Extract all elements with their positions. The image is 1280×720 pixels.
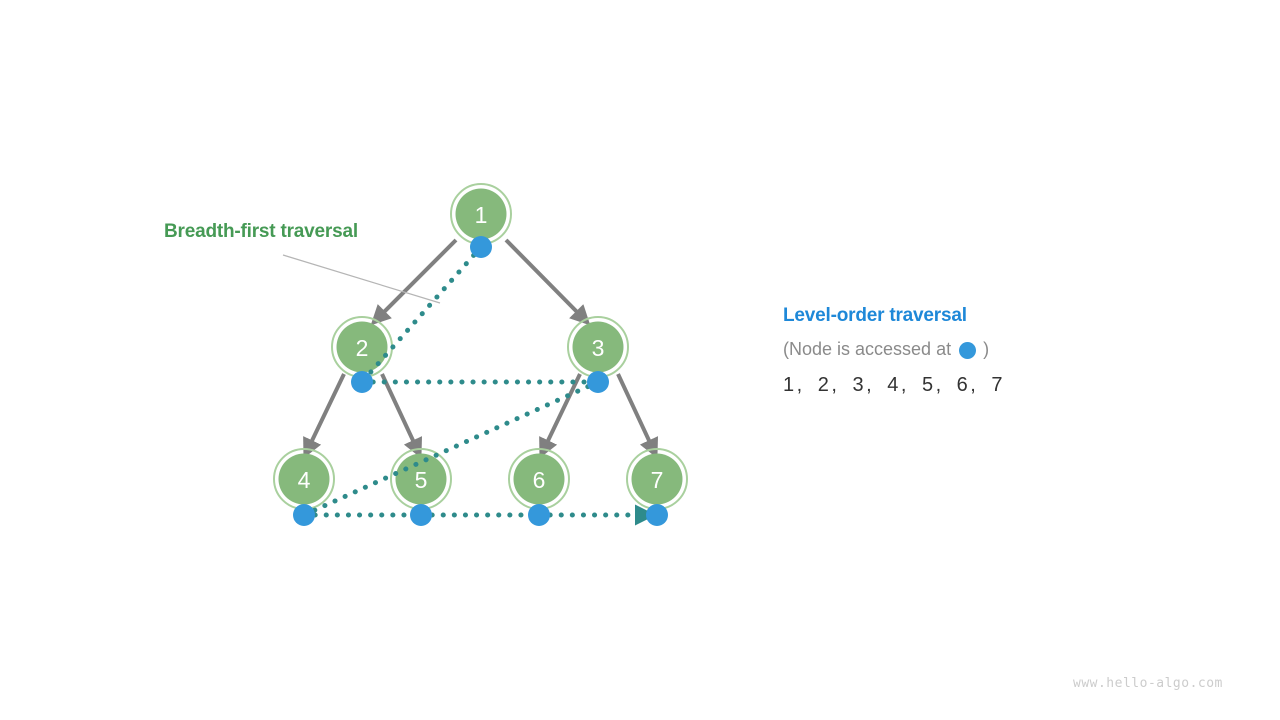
node-label: 4	[298, 467, 311, 493]
node-body	[336, 321, 388, 373]
watermark: www.hello-algo.com	[1073, 676, 1223, 691]
legend-subtitle-before: (Node is accessed at	[783, 339, 952, 359]
tree-nodes: 1 2 3 4 5	[273, 183, 688, 510]
tree-edges	[303, 238, 659, 459]
node-label: 3	[592, 335, 605, 361]
edge-3-6	[539, 373, 582, 459]
tree-node-2[interactable]: 2	[331, 316, 393, 378]
node-body	[278, 453, 330, 505]
node-label: 5	[415, 467, 428, 493]
legend-subtitle-after: )	[983, 339, 990, 359]
legend-subtitle: (Node is accessed at )	[783, 339, 1203, 360]
tree-node-5[interactable]: 5	[390, 448, 452, 510]
visit-dot-node-6	[528, 504, 550, 526]
traversal-segment-1-2	[359, 244, 484, 385]
legend-panel: Level-order traversal (Node is accessed …	[783, 305, 1203, 397]
traversal-path	[301, 244, 656, 526]
node-label: 7	[651, 467, 664, 493]
edge-2-5	[380, 373, 423, 459]
tree-node-7[interactable]: 7	[626, 448, 688, 510]
tree-node-4[interactable]: 4	[273, 448, 335, 510]
edge-1-3	[504, 238, 591, 326]
tree-node-6[interactable]: 6	[508, 448, 570, 510]
node-body	[455, 188, 507, 240]
edge-1-2	[370, 238, 458, 326]
visit-dot-node-7	[646, 504, 668, 526]
tree-node-1[interactable]: 1	[450, 183, 512, 245]
node-label: 2	[356, 335, 369, 361]
visit-dots	[293, 236, 668, 526]
node-body	[395, 453, 447, 505]
tree-node-3[interactable]: 3	[567, 316, 629, 378]
visit-dot-node-1	[470, 236, 492, 258]
visit-dot-node-2	[351, 371, 373, 393]
traversal-segment-3-4	[301, 379, 601, 518]
bfs-label-leader-line	[282, 254, 441, 304]
edge-2-4	[303, 373, 346, 459]
visit-dot-node-4	[293, 504, 315, 526]
node-label: 1	[475, 202, 488, 228]
legend-title: Level-order traversal	[783, 305, 967, 326]
visit-dot-node-3	[587, 371, 609, 393]
bfs-label: Breadth-first traversal	[164, 221, 358, 242]
visit-dot-node-5	[410, 504, 432, 526]
node-label: 6	[533, 467, 546, 493]
node-body	[513, 453, 565, 505]
traversal-sequence: 1, 2, 3, 4, 5, 6, 7	[783, 374, 1006, 396]
visit-dot-icon	[959, 342, 977, 359]
edge-3-7	[616, 373, 659, 459]
node-body	[631, 453, 683, 505]
node-body	[572, 321, 624, 373]
